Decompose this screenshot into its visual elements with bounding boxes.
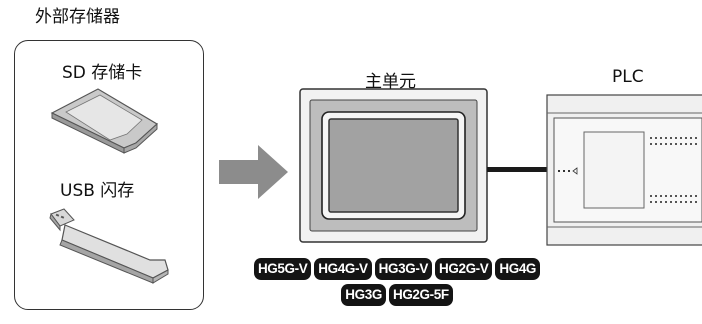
model-badge: HG4G-V (314, 258, 372, 280)
model-badge: HG5G-V (253, 258, 312, 280)
model-badge: HG3G-V (374, 258, 433, 280)
external-storage-title: 外部存储器 (35, 7, 120, 27)
hmi-unit-icon (299, 88, 488, 243)
plc-label: PLC (612, 67, 644, 87)
connection-cable (487, 167, 549, 172)
sd-card-label: SD 存储卡 (62, 63, 143, 83)
usb-flash-icon (49, 208, 169, 284)
model-badge-list: HG5G-V HG4G-V HG3G-V HG2G-V HG4G HG3G HG… (238, 258, 556, 306)
model-badge: HG2G-5F (388, 284, 453, 306)
model-badge: HG2G-V (435, 258, 493, 280)
model-badge: HG3G (341, 284, 386, 306)
sd-card-icon (50, 88, 159, 154)
model-badge: HG4G (495, 258, 541, 280)
external-storage-box (14, 40, 204, 310)
plc-icon (546, 94, 702, 246)
data-transfer-arrow (219, 145, 288, 199)
usb-flash-label: USB 闪存 (60, 181, 135, 201)
main-unit-label: 主单元 (365, 72, 416, 92)
